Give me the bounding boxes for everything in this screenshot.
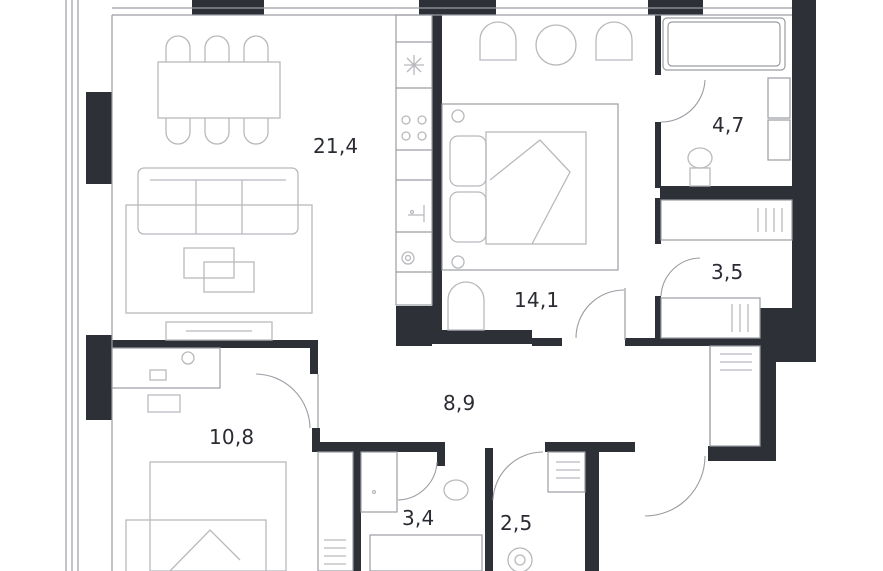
sofa (137, 167, 299, 235)
room-area-bath: 4,7 (712, 113, 745, 137)
room-area-laundry: 3,5 (711, 260, 744, 284)
room-area-utility: 2,5 (500, 511, 533, 535)
living-rug (125, 204, 313, 314)
door-swings (255, 79, 706, 517)
room-area-bedroom: 14,1 (514, 288, 560, 312)
room-area-wc: 3,4 (402, 506, 435, 530)
room-area-study: 10,8 (209, 425, 255, 449)
furniture (125, 21, 783, 571)
room-area-hall: 8,9 (443, 391, 476, 415)
study-bed (125, 519, 267, 571)
bed (485, 131, 587, 245)
room-area-living: 21,4 (313, 134, 359, 158)
dining-table (157, 61, 281, 119)
plan-lines (65, 0, 793, 571)
walls (86, 0, 816, 571)
